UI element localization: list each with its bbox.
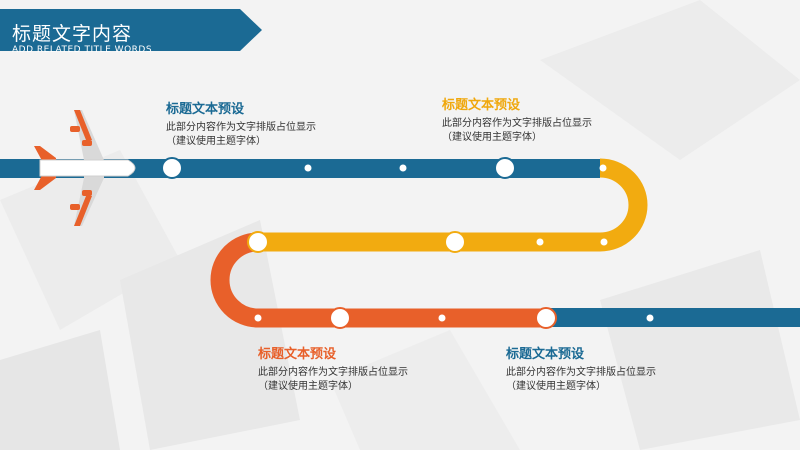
milestone-body-line: 此部分内容作为文字排版占位显示 — [166, 122, 316, 133]
milestone-text-2: 标题文本预设 此部分内容作为文字排版占位显示 （建议使用主题字体） — [442, 94, 662, 145]
milestone-3 — [247, 231, 269, 253]
title-banner: 标题文字内容 ADD RELATED TITLE WORDS — [0, 9, 262, 55]
road-segment-yellow — [258, 158, 648, 252]
milestone-body-line: （建议使用主题字体） — [166, 136, 266, 147]
airplane-icon — [34, 110, 136, 226]
milestone-body-line: （建议使用主题字体） — [442, 132, 542, 143]
milestone-text-1: 标题文本预设 此部分内容作为文字排版占位显示 （建议使用主题字体） — [166, 98, 386, 149]
road-dot — [254, 314, 262, 322]
title-banner-shape — [0, 9, 262, 51]
milestone-title: 标题文本预设 — [506, 347, 585, 362]
milestone-body-line: 此部分内容作为文字排版占位显示 — [442, 118, 592, 129]
road-segment-blue-bottom — [548, 308, 800, 327]
milestone-text-3: 标题文本预设 此部分内容作为文字排版占位显示 （建议使用主题字体） — [258, 343, 478, 394]
milestone-body-line: （建议使用主题字体） — [506, 381, 606, 392]
milestone-4 — [444, 231, 466, 253]
milestone-title: 标题文本预设 — [442, 98, 521, 113]
page-title: 标题文字内容 — [12, 23, 133, 45]
page-subtitle: ADD RELATED TITLE WORDS — [12, 45, 153, 55]
milestone-5 — [329, 307, 351, 329]
road-dot — [438, 314, 446, 322]
milestone-body-line: （建议使用主题字体） — [258, 381, 358, 392]
milestone-body-line: 此部分内容作为文字排版占位显示 — [506, 367, 656, 378]
milestone-title: 标题文本预设 — [166, 102, 245, 117]
road-segment-blue-top — [0, 159, 600, 178]
road-dot — [536, 238, 544, 246]
milestone-6 — [535, 307, 557, 329]
road-dot — [599, 164, 607, 172]
milestone-2 — [494, 157, 516, 179]
road-dot — [304, 164, 312, 172]
road-segment-orange — [210, 232, 548, 328]
road-dot — [600, 238, 608, 246]
road-dot — [399, 164, 407, 172]
road-dot — [646, 314, 654, 322]
milestone-text-4: 标题文本预设 此部分内容作为文字排版占位显示 （建议使用主题字体） — [506, 343, 726, 394]
milestone-title: 标题文本预设 — [258, 347, 337, 362]
milestone-body-line: 此部分内容作为文字排版占位显示 — [258, 367, 408, 378]
milestone-1 — [161, 157, 183, 179]
